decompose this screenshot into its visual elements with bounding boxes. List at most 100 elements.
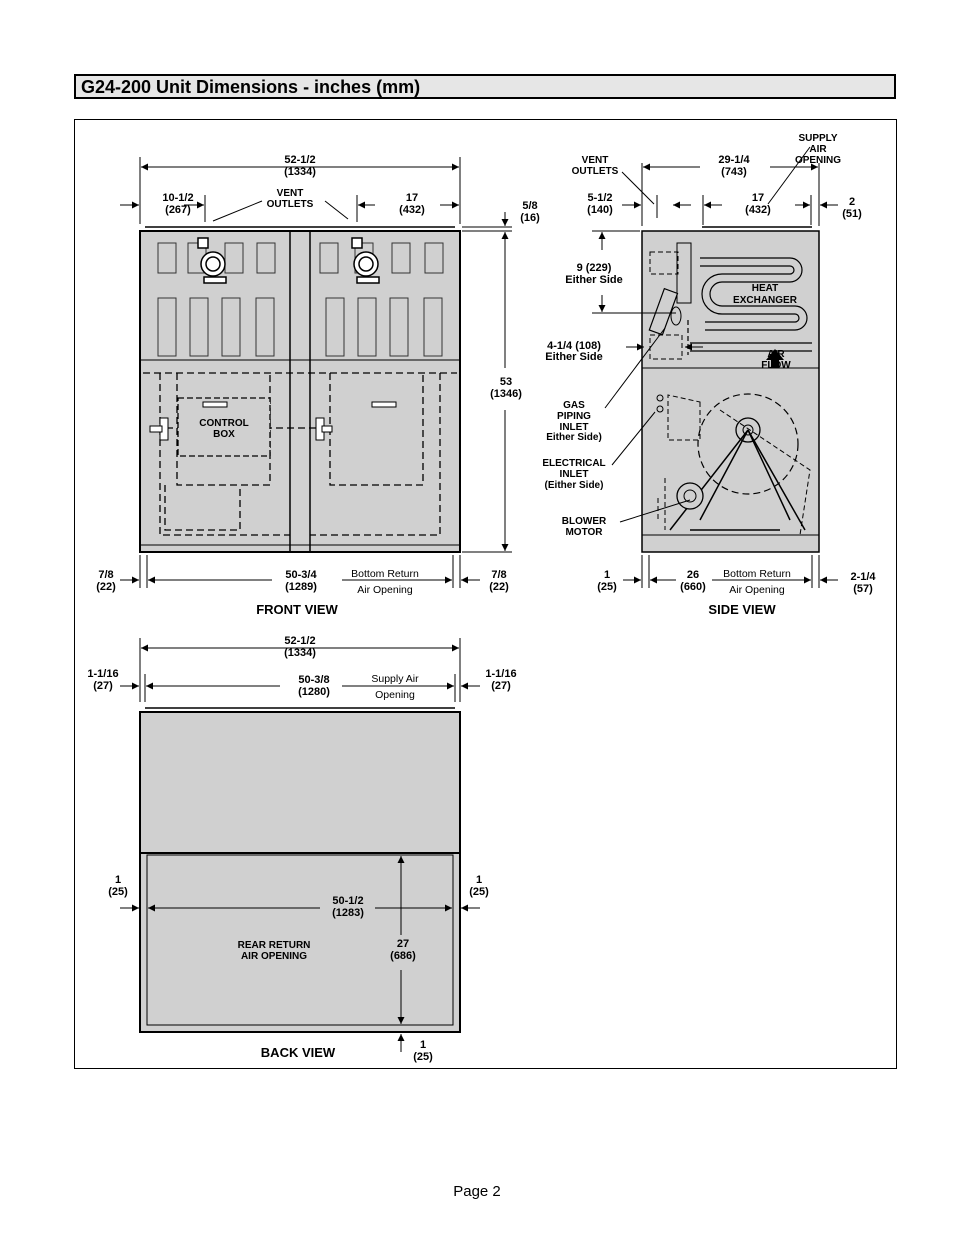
gas-label-2: PIPING (557, 411, 591, 422)
front-bottom-opening-mm: (1289) (285, 581, 317, 593)
air-flow-label: AIR (767, 349, 785, 360)
side-supply-label: SUPPLY (798, 133, 837, 144)
back-view (120, 638, 480, 1052)
side-right-margin-mm: (57) (853, 583, 873, 595)
electrical-label-3: (Either Side) (545, 480, 604, 491)
front-bottom-return-2: Air Opening (357, 584, 413, 596)
side-cabinet (641, 230, 820, 553)
gas-label-4: Either Side) (546, 432, 602, 443)
back-bottom-margin-mm: (25) (413, 1051, 433, 1063)
front-vent-left-label: 10-1/2 (162, 192, 193, 204)
front-cabinet (139, 230, 461, 553)
back-return-height: 27 (397, 938, 409, 950)
gas-label-3: INLET (560, 422, 589, 433)
side-either-1: 9 (229) (577, 262, 612, 274)
front-left-margin-mm: (22) (96, 581, 116, 593)
front-bottom-opening: 50-3/4 (285, 569, 317, 581)
front-view-label: FRONT VIEW (256, 602, 338, 617)
front-height-mm: (1346) (490, 388, 522, 400)
side-depth-label: 29-1/4 (718, 154, 750, 166)
front-width-mm: (1334) (284, 166, 316, 178)
side-bottom-return-2: Air Opening (729, 584, 785, 596)
back-supply-width: 50-3/8 (298, 674, 329, 686)
side-vent-outlets: VENT (582, 155, 609, 166)
front-top-gap-label: 5/8 (522, 200, 537, 212)
front-vent-outlets-2: OUTLETS (267, 199, 314, 210)
side-either-2: 4-1/4 (108) (547, 340, 601, 352)
electrical-label: ELECTRICAL (542, 458, 605, 469)
title-bar: G24-200 Unit Dimensions - inches (mm) (74, 74, 896, 99)
page-number: Page 2 (453, 1183, 501, 1200)
heat-exchanger-label: HEAT (752, 283, 778, 294)
side-supply-label-2: AIR (809, 144, 827, 155)
back-left-gap-mm: (27) (93, 680, 113, 692)
front-center-post (289, 230, 311, 553)
front-bottom-return: Bottom Return (351, 568, 419, 580)
side-right-margin: 2-1/4 (850, 571, 876, 583)
control-box-outline (177, 397, 271, 457)
back-return-width: 50-1/2 (332, 895, 363, 907)
side-bottom-return: Bottom Return (723, 568, 791, 580)
back-right-margin-mm: (25) (469, 886, 489, 898)
side-view (592, 146, 838, 588)
side-vent-offset-mm: (140) (587, 204, 613, 216)
rear-return-label-2: AIR OPENING (241, 951, 307, 962)
air-flow-label-2: FLOW (761, 360, 791, 371)
back-left-margin: 1 (115, 874, 121, 886)
side-view-label: SIDE VIEW (708, 602, 776, 617)
front-right-margin-mm: (22) (489, 581, 509, 593)
back-width-mm: (1334) (284, 647, 316, 659)
side-bottom-opening-mm: (660) (680, 581, 706, 593)
back-right-gap: 1-1/16 (485, 668, 516, 680)
side-either-1b: Either Side (565, 274, 622, 286)
front-height-label: 53 (500, 376, 512, 388)
front-vent-right-label: 17 (406, 192, 418, 204)
rear-return-opening (146, 854, 454, 1026)
side-supply-right-mm: (51) (842, 208, 862, 220)
back-return-width-mm: (1283) (332, 907, 364, 919)
blower-label-2: MOTOR (565, 527, 603, 538)
back-left-margin-mm: (25) (108, 886, 128, 898)
electrical-label-2: INLET (560, 469, 589, 480)
front-right-margin: 7/8 (491, 569, 506, 581)
back-cabinet (139, 711, 461, 1033)
side-depth-mm: (743) (721, 166, 747, 178)
side-supply-width-mm: (432) (745, 204, 771, 216)
back-right-gap-mm: (27) (491, 680, 511, 692)
front-vent-outlets: VENT (277, 188, 304, 199)
front-left-margin: 7/8 (98, 569, 113, 581)
side-vent-offset: 5-1/2 (587, 192, 612, 204)
side-supply-width: 17 (752, 192, 764, 204)
front-width-label: 52-1/2 (284, 154, 315, 166)
side-supply-label-3: OPENING (795, 155, 841, 166)
front-view (120, 157, 512, 588)
back-left-gap: 1-1/16 (87, 668, 118, 680)
side-left-margin: 1 (604, 569, 610, 581)
front-vent-left-mm: (267) (165, 204, 191, 216)
back-bottom-margin: 1 (420, 1039, 426, 1051)
back-supply-width-mm: (1280) (298, 686, 330, 698)
back-width-label: 52-1/2 (284, 635, 315, 647)
side-left-margin-mm: (25) (597, 581, 617, 593)
control-box-label: CONTROL (199, 418, 248, 429)
gas-label: GAS (563, 400, 585, 411)
back-supply-label: Supply Air (371, 673, 419, 685)
back-supply-label-2: Opening (375, 689, 415, 701)
air-flow-arrow-icon (766, 349, 784, 368)
side-supply-right: 2 (849, 196, 855, 208)
blower-label: BLOWER (562, 516, 607, 527)
side-vent-outlets-2: OUTLETS (572, 166, 619, 177)
heat-exchanger-label-2: EXCHANGER (733, 295, 798, 306)
page-title: G24-200 Unit Dimensions - inches (mm) (81, 77, 421, 97)
front-top-gap-mm: (16) (520, 212, 540, 224)
drawing-frame (74, 119, 897, 1069)
back-right-margin: 1 (476, 874, 482, 886)
side-bottom-opening: 26 (687, 569, 699, 581)
back-return-height-mm: (686) (390, 950, 416, 962)
back-view-label: BACK VIEW (261, 1045, 336, 1060)
front-vent-right-mm: (432) (399, 204, 425, 216)
control-box-label-2: BOX (213, 429, 235, 440)
side-either-2b: Either Side (545, 351, 602, 363)
rear-return-label: REAR RETURN (238, 940, 311, 951)
